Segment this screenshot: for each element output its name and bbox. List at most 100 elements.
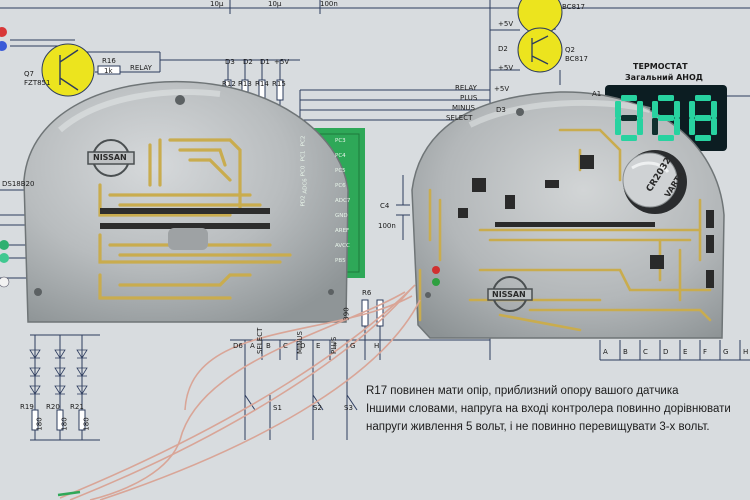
q7-ref: Q7 <box>24 70 34 78</box>
bottom-pin-left-7: G <box>350 342 356 350</box>
cap-label-1: 10µ <box>210 0 224 8</box>
c4-ref: C4 <box>380 202 390 210</box>
pin-d3: D3 <box>225 58 235 66</box>
display-digits <box>615 95 717 141</box>
note-line-3: напруги живлення 5 вольт, і не повинно п… <box>366 421 710 433</box>
nissan-logo-text-right: NISSAN <box>492 290 526 299</box>
chip-pin-right-1: PC1 <box>300 150 307 162</box>
bottom-pin-left-0: D6 <box>233 342 243 350</box>
plus5v-label-1: +5V <box>498 20 514 28</box>
led-resistor-value-3: 180 <box>82 417 91 431</box>
digit-1-segment-a <box>658 95 674 101</box>
bus-select: SELECT <box>446 114 473 122</box>
chip-pin-left-6: AREF <box>335 228 350 234</box>
coin-cell-battery <box>622 150 687 214</box>
nissan-logo-right <box>487 276 533 312</box>
led-symbols <box>29 349 88 395</box>
pin-dot-green-2 <box>0 253 9 263</box>
chip-pin-right-4: PD2 <box>300 195 307 207</box>
pin-d2: D2 <box>243 58 253 66</box>
pin-dot-red <box>0 27 7 37</box>
r12-label: R12 <box>222 80 236 88</box>
d3-label: D3 <box>496 106 506 114</box>
chip-pin-left-8: PB5 <box>335 258 346 264</box>
pin-5v: +5V <box>274 58 290 66</box>
digit-2-segment-c <box>711 118 717 135</box>
schematic-symbols <box>31 65 384 431</box>
bus-relay: RELAY <box>455 84 477 92</box>
chip-pin-left-5: GND <box>335 213 348 219</box>
bottom-pin-right-6: G <box>723 348 729 356</box>
a1-label: A1 <box>592 90 602 98</box>
bottom-pin-right-0: A <box>603 348 608 356</box>
chip-pin-left-0: PC3 <box>335 138 346 144</box>
transistor-q7-symbol <box>41 43 95 97</box>
pin-d1: D1 <box>260 58 270 66</box>
nissan-logo-text-left: NISSAN <box>93 153 127 162</box>
bottom-pin-left-3: C <box>283 342 288 350</box>
cap-label-2: 10µ <box>268 0 282 8</box>
bus-plus: PLUS <box>460 94 478 102</box>
r6-label: R6 <box>362 289 372 297</box>
bottom-pin-left-8: H <box>374 342 380 350</box>
switch-s3: S3 <box>344 404 353 412</box>
note-line-1: R17 повинен мати опір, приблизний опору … <box>366 385 679 397</box>
r16-value: 1k <box>104 67 113 75</box>
chip-pin-right-2: PC0 <box>300 165 307 177</box>
led-resistor-r21: R21 <box>70 403 84 411</box>
q2-ref: Q2 <box>565 46 575 54</box>
plus5v-label-3: +5V <box>494 85 510 93</box>
digit-2-segment-e <box>689 118 695 135</box>
led-resistor-value-1: 180 <box>35 417 44 431</box>
note-line-2: Іншими словами, напруга на вході контрол… <box>366 403 731 415</box>
led-resistor-r19: R19 <box>20 403 34 411</box>
pin-dot-white <box>0 276 10 288</box>
r15-label: R15 <box>272 80 286 88</box>
bottom-pin-right-3: D <box>663 348 669 356</box>
q2-part: BC817 <box>565 55 588 63</box>
c4-value: 100n <box>378 222 396 230</box>
chip-pin-left-4: ADC7 <box>335 198 351 204</box>
switch-label-plus: PLUS <box>330 336 338 354</box>
switch-label-select: SELECT <box>256 327 264 354</box>
pin-dot-blue <box>0 41 7 51</box>
digit-1-segment-f <box>652 101 658 118</box>
pink-wires <box>59 284 421 500</box>
thermostat-subtitle: Загальний АНОД <box>625 73 703 82</box>
bottom-pin-left-2: B <box>266 342 271 350</box>
plus5v-label-2: +5V <box>498 64 514 72</box>
switch-s2: S2 <box>313 404 322 412</box>
nissan-logo-left <box>87 139 135 177</box>
r13-label: R13 <box>238 80 252 88</box>
digit-2-segment-a <box>695 95 711 101</box>
relay-label: RELAY <box>130 64 152 72</box>
digit-0-segment-e <box>615 118 621 135</box>
bottom-pin-right-1: B <box>623 348 628 356</box>
digit-2-segment-f <box>689 101 695 118</box>
transistor-q2-symbol <box>517 27 563 73</box>
digit-1-segment-b <box>674 101 680 118</box>
bottom-pin-left-4: D <box>300 342 306 350</box>
r14-label: R14 <box>255 80 269 88</box>
ds18b20-label: DS18B20 <box>2 180 35 188</box>
r16-ref: R16 <box>102 57 116 65</box>
thermostat-title: ТЕРМОСТАТ <box>633 62 688 71</box>
led-resistor-value-2: 180 <box>60 417 69 431</box>
digit-0-segment-d <box>621 135 637 141</box>
switch-label-minus: MINUS <box>296 331 304 354</box>
r5-value: 390 <box>342 307 351 321</box>
bottom-pin-right-2: C <box>643 348 648 356</box>
chip-pin-right-3: ADC6 <box>302 178 309 194</box>
chip-pin-right-0: PC2 <box>300 135 307 147</box>
digit-1-segment-g <box>658 115 674 121</box>
digit-0-segment-g <box>621 115 637 121</box>
digit-1-segment-d <box>658 135 674 141</box>
digit-2-segment-d <box>695 135 711 141</box>
left-aluminium-board <box>23 80 349 323</box>
d2-label: D2 <box>498 45 508 53</box>
digit-0-segment-a <box>621 95 637 101</box>
digit-0-segment-b <box>637 101 643 118</box>
bottom-pin-left-5: E <box>316 342 321 350</box>
